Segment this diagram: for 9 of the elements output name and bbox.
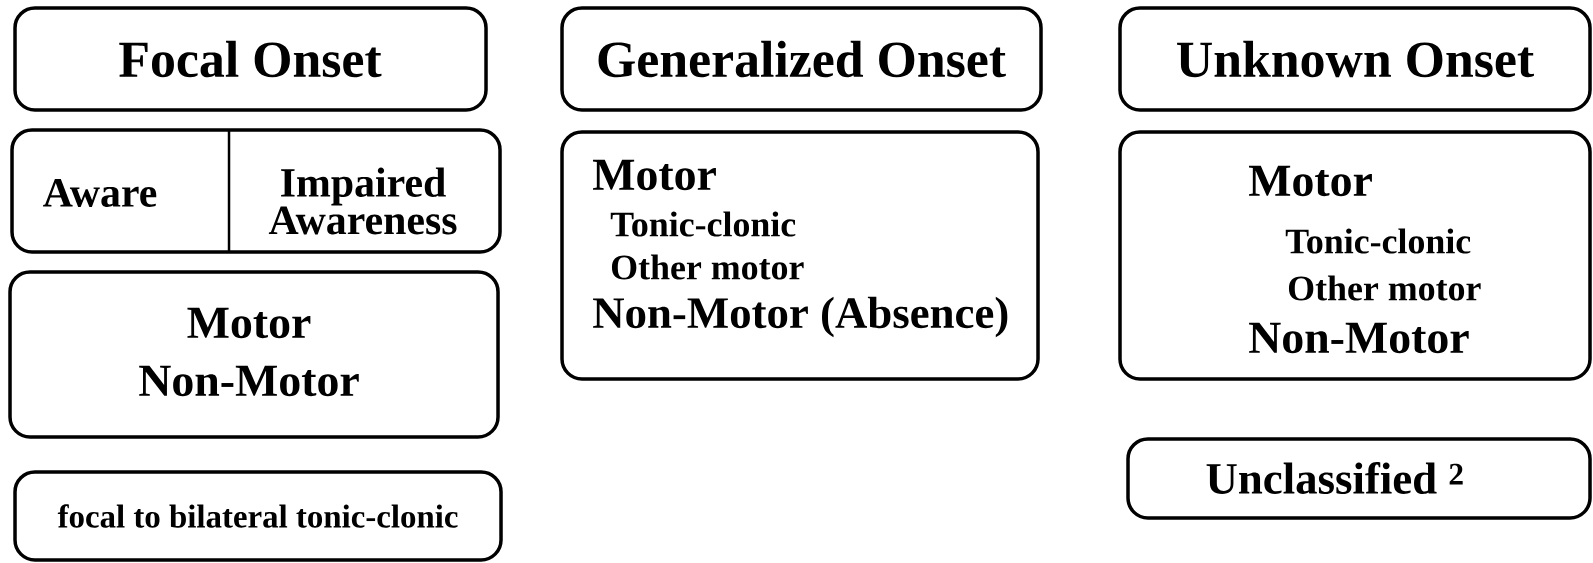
category-box: Motor Tonic-clonic Other motor Non-Motor [1118,130,1592,381]
heading-box: Unknown Onset [1118,6,1592,112]
category-box: Unclassified $^{2}$ [1126,437,1592,520]
category-box: focal to bilateral tonic-clonic [13,470,503,562]
heading-box: Generalized Onset [560,6,1043,112]
category-box: Motor Tonic-clonic Other motor Non-Motor (Absence) [560,130,1040,381]
awareness-box: Aware Impaired Awareness [10,128,502,254]
heading-box: Focal Onset [13,6,488,112]
category-box: Motor Non-Motor [8,270,500,439]
